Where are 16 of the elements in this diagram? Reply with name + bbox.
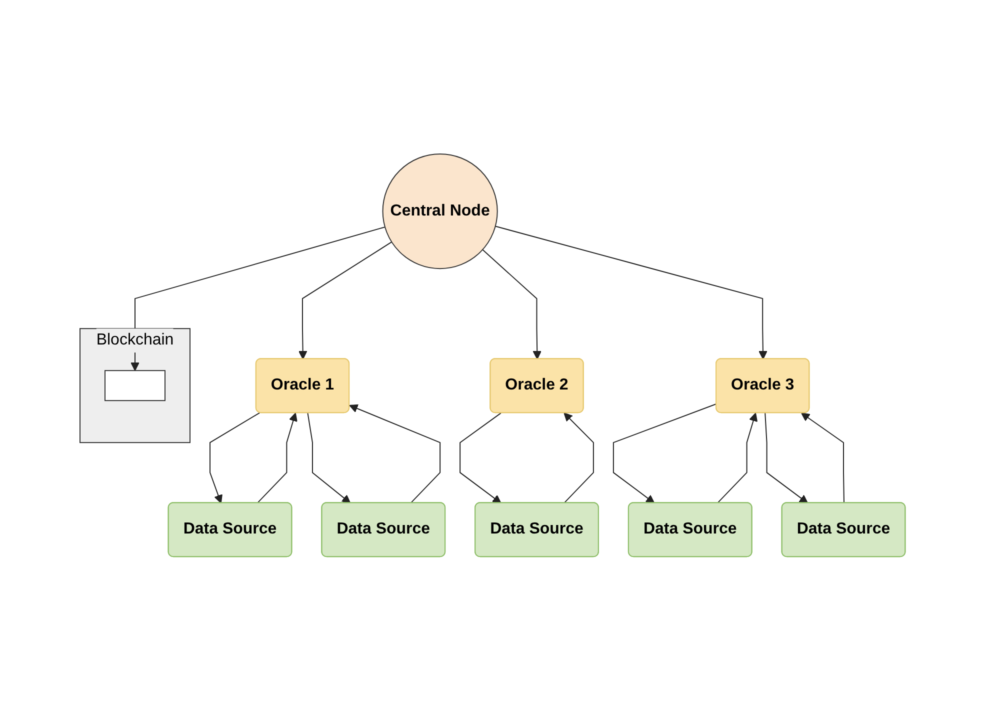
arrow	[130, 226, 386, 371]
arrow	[298, 241, 392, 360]
arrow	[459, 412, 502, 504]
arrow	[209, 412, 260, 504]
arrow	[494, 225, 768, 360]
arrow	[612, 403, 717, 504]
arrow	[482, 248, 542, 360]
arrow	[800, 412, 844, 504]
arrow	[256, 412, 298, 504]
arrow	[349, 404, 440, 504]
node-box	[104, 370, 166, 401]
node-circle: Central Node	[382, 153, 498, 269]
arrow	[564, 412, 594, 504]
arrow	[764, 412, 808, 504]
arrow	[716, 412, 758, 504]
arrow	[307, 412, 351, 504]
